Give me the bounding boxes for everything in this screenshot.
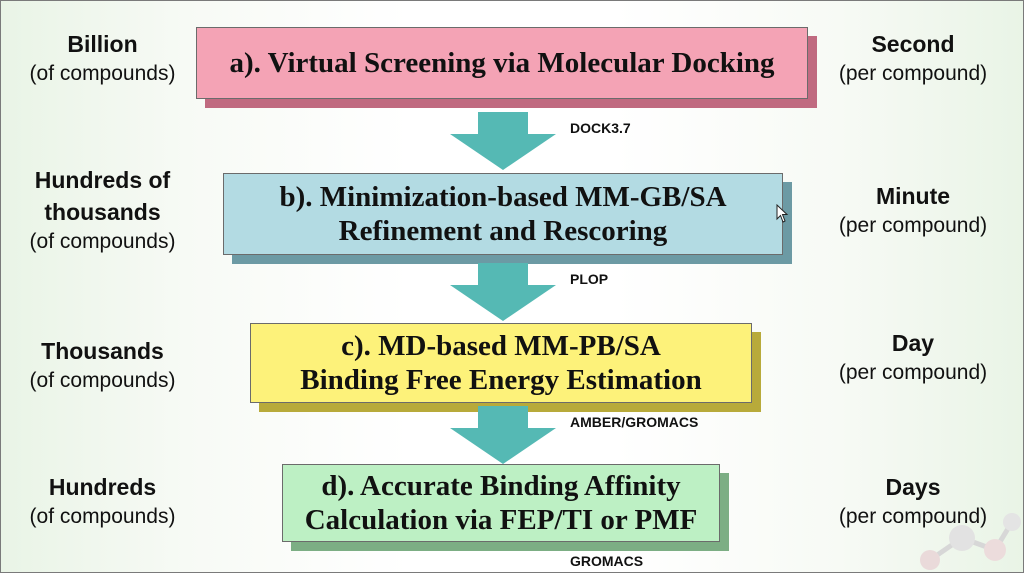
stage-a-count: Billion (of compounds): [10, 28, 195, 88]
stage-c-count-value: Thousands: [41, 338, 164, 364]
molecule-decoration-icon: [920, 513, 1021, 570]
stage-b-label-line1: b). Minimization-based MM-GB/SA: [279, 181, 727, 213]
stage-b-tool: PLOP: [570, 271, 609, 287]
stage-d-time-unit: (per compound): [838, 505, 988, 528]
stage-d-count-value: Hundreds: [48, 474, 157, 500]
stage-a-time: Second (per compound): [818, 28, 1008, 88]
arrow-down-icon: [450, 263, 556, 321]
stage-b-count-value-line1: Hundreds of: [34, 167, 171, 193]
stage-b-time: Minute (per compound): [818, 180, 1008, 240]
stage-b-count: Hundreds of thousands (of compounds): [10, 164, 195, 256]
stage-c-tool: AMBER/GROMACS: [570, 414, 699, 430]
stage-a-label: a). Virtual Screening via Molecular Dock…: [229, 47, 775, 79]
stage-c-count-unit: (of compounds): [29, 369, 176, 392]
mouse-cursor-icon: [776, 204, 789, 223]
arrow-down-icon: [450, 112, 556, 170]
stage-a-time-unit: (per compound): [838, 62, 988, 85]
stage-c-time-value: Day: [891, 330, 935, 356]
stage-d-time: Days (per compound): [818, 471, 1008, 531]
arrow-down-icon: [450, 406, 556, 464]
stage-d-label-line2: Calculation via FEP/TI or PMF: [304, 504, 698, 536]
stage-a-box: a). Virtual Screening via Molecular Dock…: [196, 27, 808, 99]
stage-c-box: c). MD-based MM-PB/SA Binding Free Energ…: [250, 323, 752, 403]
stage-c-label-line2: Binding Free Energy Estimation: [300, 364, 702, 396]
stage-b-count-unit: (of compounds): [29, 230, 176, 253]
stage-b-label-line2: Refinement and Rescoring: [338, 215, 668, 247]
stage-d-count-unit: (of compounds): [29, 505, 176, 528]
stage-d-label-line1: d). Accurate Binding Affinity: [321, 470, 681, 502]
stage-a-count-unit: (of compounds): [29, 62, 176, 85]
stage-c-time: Day (per compound): [818, 327, 1008, 387]
stage-b-time-value: Minute: [875, 183, 951, 209]
stage-a-count-value: Billion: [67, 31, 138, 57]
stage-b-box: b). Minimization-based MM-GB/SA Refineme…: [223, 173, 783, 255]
stage-c-count: Thousands (of compounds): [10, 335, 195, 395]
stage-a-tool: DOCK3.7: [570, 120, 631, 136]
stage-d-tool: GROMACS: [570, 553, 644, 569]
stage-b-count-value-line2: thousands: [44, 199, 161, 225]
stage-c-label-line1: c). MD-based MM-PB/SA: [341, 330, 661, 362]
stage-a-time-value: Second: [871, 31, 955, 57]
stage-d-box: d). Accurate Binding Affinity Calculatio…: [282, 464, 720, 542]
stage-d-count: Hundreds (of compounds): [10, 471, 195, 531]
stage-d-time-value: Days: [885, 474, 941, 500]
stage-b-time-unit: (per compound): [838, 214, 988, 237]
stage-c-time-unit: (per compound): [838, 361, 988, 384]
